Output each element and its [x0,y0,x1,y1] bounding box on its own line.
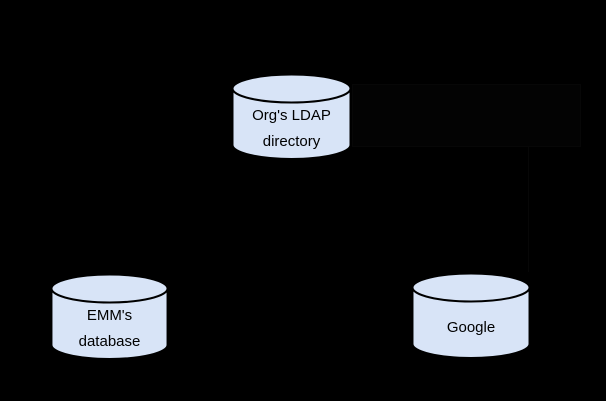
database-cylinder-icon [50,273,169,360]
ghost-connector-line [528,147,529,272]
ldap-directory-label-line1: Org's LDAP [252,107,331,124]
db-cylinder-google: Google [411,272,531,360]
db-cylinder-emm-database: EMM's database [50,273,169,361]
ghost-connector-rect [352,84,581,147]
emm-database-label: EMM's database [50,273,169,361]
google-label-line1: Google [446,319,496,336]
database-cylinder-icon [411,272,531,359]
db-cylinder-ldap-directory: Org's LDAP directory [231,73,352,161]
database-cylinder-icon [231,73,352,160]
ldap-directory-label-line2: directory [262,133,321,150]
emm-database-label-line1: EMM's [86,307,133,324]
google-label: Google [411,272,531,360]
emm-database-label-line2: database [78,333,141,350]
ldap-directory-label: Org's LDAP directory [231,73,352,161]
